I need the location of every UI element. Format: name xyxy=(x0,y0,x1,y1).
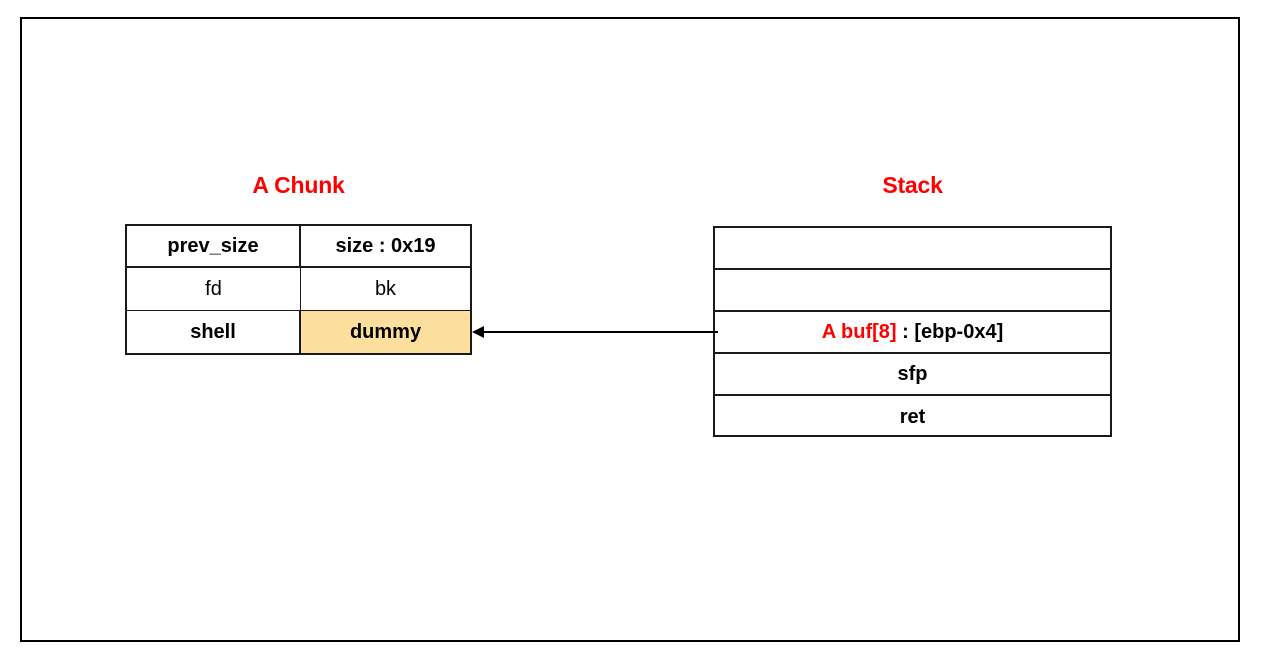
stack-cell-empty-2 xyxy=(715,270,1110,310)
stack-row-empty-1 xyxy=(715,228,1110,270)
pointer-arrow-head xyxy=(472,326,484,338)
chunk-row-shell-dummy: shell dummy xyxy=(127,311,470,353)
stack-table: A buf[8] : [ebp-0x4] sfp ret xyxy=(713,226,1112,437)
stack-cell-buf-label: A buf[8] : [ebp-0x4] xyxy=(822,321,1003,344)
chunk-cell-prev-size: prev_size xyxy=(127,226,301,266)
chunk-cell-fd: fd xyxy=(127,268,301,310)
stack-cell-buf-label-black: : [ebp-0x4] xyxy=(896,320,1004,343)
chunk-cell-bk: bk xyxy=(374,277,397,300)
stack-title: Stack xyxy=(882,172,943,198)
chunk-cell-size: size : 0x19 xyxy=(335,234,436,257)
stack-cell-sfp: sfp xyxy=(897,362,928,385)
stack-cell-buf-label-red: A buf[8] xyxy=(821,320,897,343)
chunk-table: prev_size size : 0x19 fd bk shell dummy xyxy=(125,224,472,355)
stack-row-sfp: sfp xyxy=(715,354,1110,396)
stack-row-buf: A buf[8] : [ebp-0x4] xyxy=(715,312,1110,354)
slide-frame xyxy=(20,17,1240,642)
chunk-row-header: prev_size size : 0x19 xyxy=(127,226,470,268)
chunk-cell-dummy: dummy xyxy=(301,311,470,353)
chunk-title: A Chunk xyxy=(252,172,345,198)
stack-row-ret: ret xyxy=(715,396,1110,438)
chunk-row-fd-bk: fd bk xyxy=(127,268,470,311)
stack-cell-empty-1 xyxy=(715,228,1110,268)
stack-row-empty-2 xyxy=(715,270,1110,312)
pointer-arrow-icon xyxy=(472,326,718,338)
stack-cell-ret: ret xyxy=(899,405,926,428)
chunk-cell-shell: shell xyxy=(127,311,301,353)
stack-cell-buf: A buf[8] : [ebp-0x4] xyxy=(715,312,1110,352)
